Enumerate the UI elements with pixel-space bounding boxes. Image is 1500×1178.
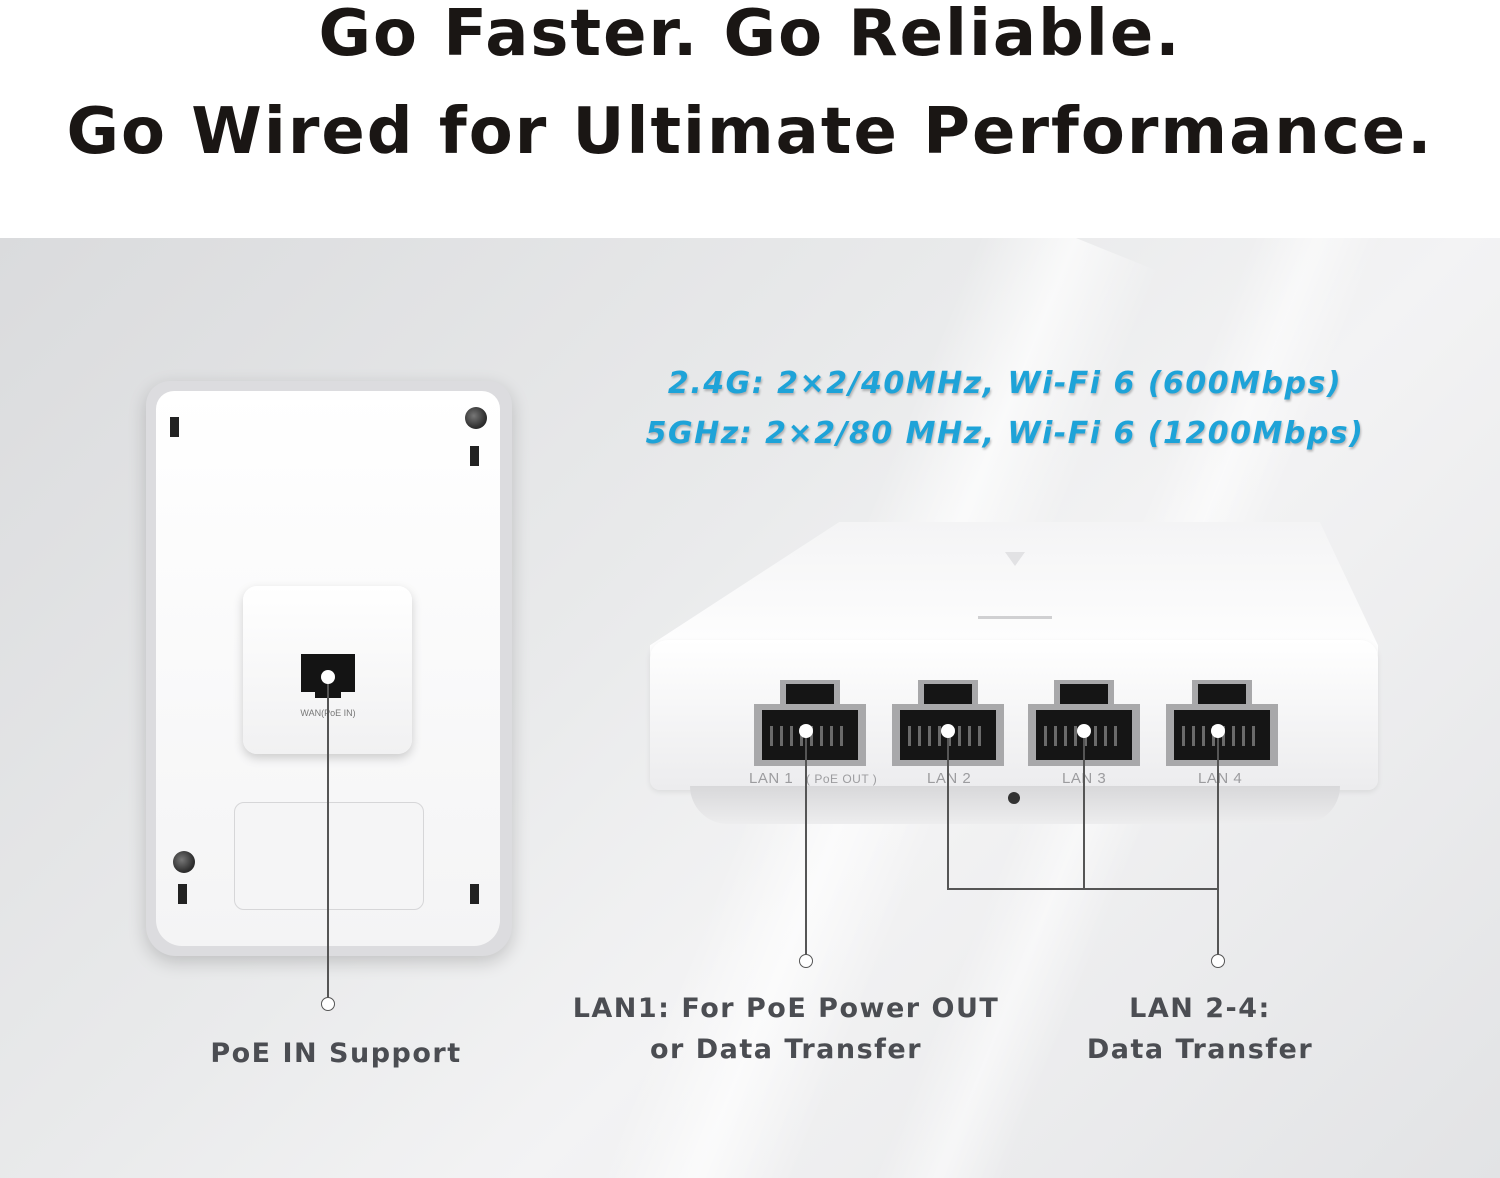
lan4-port-icon — [1166, 674, 1278, 766]
lan1-port-icon — [754, 674, 866, 766]
callout-dot — [1077, 724, 1091, 738]
screw-icon — [173, 851, 195, 873]
headline-line-2: Go Wired for Ultimate Performance. — [66, 95, 1434, 169]
spec-2g: 2.4G: 2×2/40MHz, Wi-Fi 6 (600Mbps) — [667, 366, 1343, 401]
callout-ring — [1211, 954, 1225, 968]
lan1-sub-label: ( PoE OUT ) — [806, 772, 878, 786]
mount-slot — [170, 417, 179, 437]
callout-line-lan2 — [947, 731, 949, 889]
callout-dot — [799, 724, 813, 738]
callout-line-poe-in — [327, 677, 329, 999]
callout-dot — [941, 724, 955, 738]
callout-line-lan24-join — [947, 888, 1218, 890]
mount-slot — [470, 884, 479, 904]
reset-hole-icon — [1008, 792, 1020, 804]
callout-line-lan1 — [805, 731, 807, 955]
callout-ring — [321, 997, 335, 1011]
spec-5g: 5GHz: 2×2/80 MHz, Wi-Fi 6 (1200Mbps) — [645, 416, 1365, 451]
callout-line-lan3 — [1083, 731, 1085, 889]
callout-line-lan4 — [1217, 731, 1219, 955]
led-indicator — [978, 616, 1052, 619]
callout-lan24-line-2: Data Transfer — [1086, 1034, 1314, 1065]
callout-lan1-line-1: LAN1: For PoE Power OUT — [572, 993, 1000, 1024]
callout-dot — [321, 670, 335, 684]
mount-slot — [470, 446, 479, 466]
callout-poe-in: PoE IN Support — [210, 1038, 462, 1069]
callout-lan24-line-1: LAN 2-4: — [1129, 993, 1271, 1024]
callout-dot — [1211, 724, 1225, 738]
sticker-area — [234, 802, 424, 910]
callout-ring — [799, 954, 813, 968]
headline-line-1: Go Faster. Go Reliable. — [318, 0, 1182, 71]
callout-lan1-line-2: or Data Transfer — [649, 1034, 923, 1065]
mount-slot — [178, 884, 187, 904]
screw-icon — [465, 407, 487, 429]
logo-icon — [1005, 552, 1025, 566]
lan1-label: LAN 1 — [749, 770, 794, 787]
lan4-label: LAN 4 — [1198, 770, 1243, 787]
lan2-label: LAN 2 — [927, 770, 972, 787]
